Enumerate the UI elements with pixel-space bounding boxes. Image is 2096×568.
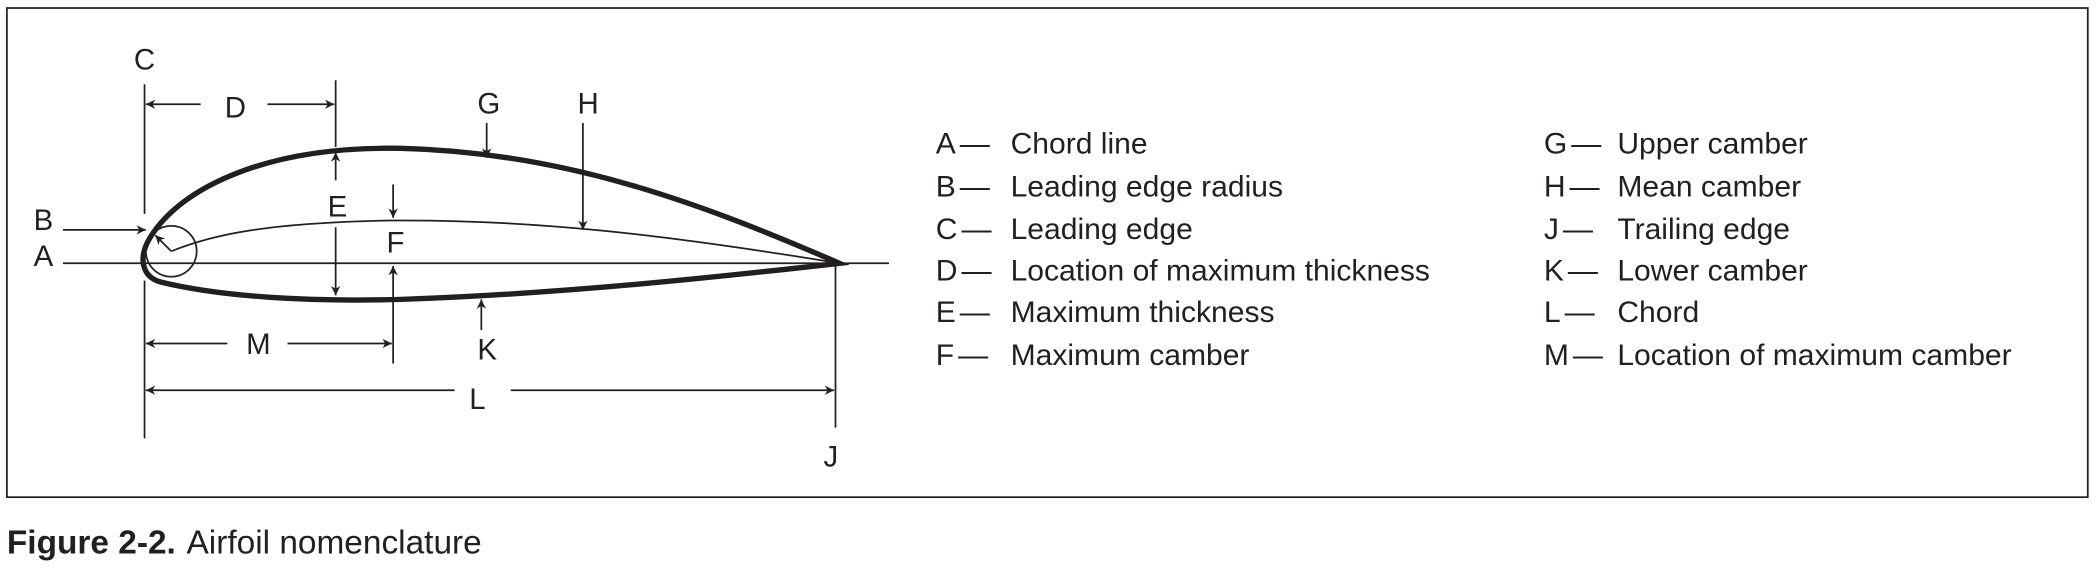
- legend-item: M—Location of maximum camber: [1544, 339, 2012, 372]
- legend-item: A—Chord line: [936, 128, 1148, 161]
- legend-item: K—Lower camber: [1544, 255, 1808, 288]
- legend-item: L—Chord: [1544, 296, 1699, 329]
- legend-item: C—Leading edge: [936, 213, 1193, 246]
- figure-caption: Figure 2-2. Airfoil nomenclature: [7, 524, 482, 561]
- leading-edge-radius-circle: [145, 224, 198, 278]
- legend-right: G—Upper camber H—Mean camber J—Trailing …: [1544, 128, 2012, 372]
- legend-item: E—Maximum thickness: [936, 296, 1275, 329]
- figure-number: Figure 2-2.: [7, 524, 176, 561]
- legend-item: B—Leading edge radius: [936, 170, 1283, 203]
- legend-item: J—Trailing edge: [1544, 213, 1790, 246]
- legend-left: A—Chord line B—Leading edge radius C—Lea…: [936, 128, 1430, 372]
- label-b: B: [34, 204, 54, 237]
- label-m: M: [246, 328, 270, 361]
- label-g: G: [477, 88, 500, 121]
- label-a: A: [34, 240, 54, 273]
- label-l: L: [469, 383, 485, 416]
- label-h: H: [578, 88, 599, 121]
- label-c: C: [134, 43, 155, 76]
- leading-edge-radius-arrow: [154, 234, 172, 252]
- label-e: E: [328, 191, 348, 224]
- figure-title: Airfoil nomenclature: [187, 524, 482, 561]
- mean-camber-line: [170, 219, 840, 265]
- label-d: D: [225, 92, 246, 125]
- figure-frame: [6, 7, 2089, 499]
- legend-item: F—Maximum camber: [936, 339, 1250, 372]
- airfoil-outline: [140, 145, 850, 303]
- label-k: K: [477, 334, 497, 367]
- legend-item: G—Upper camber: [1544, 128, 1808, 161]
- label-f: F: [386, 227, 404, 260]
- label-j: J: [823, 440, 838, 473]
- legend-item: H—Mean camber: [1544, 170, 1801, 203]
- legend-item: D—Location of maximum thickness: [936, 255, 1430, 288]
